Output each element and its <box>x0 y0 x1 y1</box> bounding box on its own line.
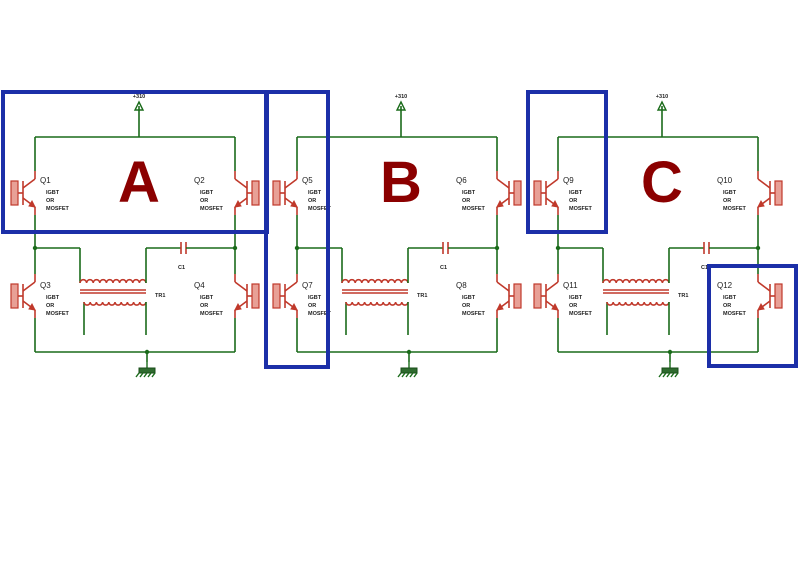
transistor-type-label: IGBT <box>723 190 737 196</box>
transformer-secondary <box>345 301 409 306</box>
capacitor-label: C1 <box>178 265 185 271</box>
transistor-type-label: IGBT <box>46 295 60 301</box>
transistor-id-label: Q2 <box>194 176 205 185</box>
transistor-type-label: OR <box>569 198 577 204</box>
transistor-id-label: Q5 <box>302 176 313 185</box>
transistor-q-upper-left <box>533 171 559 215</box>
transistor-id-label: Q8 <box>456 281 467 290</box>
ground-symbol <box>135 362 156 378</box>
supply-label: +310 <box>656 94 668 100</box>
transistor-type-label: IGBT <box>723 295 737 301</box>
transistor-q-lower-right <box>234 274 260 318</box>
transformer-primary <box>602 278 670 284</box>
transistor-type-label: MOSFET <box>462 206 486 212</box>
transformer-label: TR1 <box>678 293 688 299</box>
transistor-type-label: OR <box>46 198 54 204</box>
panel-letter: A <box>118 150 160 215</box>
transformer-primary <box>341 278 409 284</box>
highlight-box-c-upper <box>526 90 608 234</box>
transistor-type-label: OR <box>200 303 208 309</box>
transistor-type-label: MOSFET <box>200 311 224 317</box>
transistor-q-lower-right <box>757 274 783 318</box>
transistor-type-label: MOSFET <box>462 311 486 317</box>
panel-letter: B <box>380 150 422 215</box>
capacitor-label: C1 <box>440 265 447 271</box>
transistor-type-label: MOSFET <box>200 206 224 212</box>
transistor-type-label: IGBT <box>462 190 476 196</box>
transformer-label: TR1 <box>417 293 427 299</box>
transistor-type-label: OR <box>462 198 470 204</box>
transistor-type-label: OR <box>723 303 731 309</box>
transistor-type-label: MOSFET <box>308 206 332 212</box>
junction-dot <box>144 349 150 355</box>
supply-label: +310 <box>395 94 407 100</box>
transistor-type-label: MOSFET <box>569 311 593 317</box>
transistor-type-label: OR <box>462 303 470 309</box>
transistor-id-label: Q1 <box>40 176 51 185</box>
transistor-type-label: OR <box>200 198 208 204</box>
transistor-q-upper-right <box>496 171 522 215</box>
supply-terminal: +310 <box>656 94 668 137</box>
transformer-secondary <box>606 301 670 306</box>
highlight-box-b <box>264 90 330 369</box>
transistor-type-label: OR <box>308 303 316 309</box>
transistor-q-lower-right <box>496 274 522 318</box>
highlight-boxes <box>1 90 798 369</box>
supply-label: +310 <box>133 94 145 100</box>
transistor-type-label: MOSFET <box>308 311 332 317</box>
bridge-panel-a: +310C1TR1Q1IGBTORMOSFETQ2IGBTORMOSFETQ3I… <box>10 94 260 378</box>
capacitor-symbol <box>442 242 449 254</box>
capacitor-label: C1 <box>701 265 708 271</box>
transistor-type-label: IGBT <box>569 190 583 196</box>
transistor-q-lower-left <box>10 274 36 318</box>
transistor-q-upper-left <box>272 171 298 215</box>
panel-letter: C <box>641 150 683 215</box>
transformer-secondary <box>83 301 147 306</box>
transistor-type-label: MOSFET <box>46 206 70 212</box>
transistor-id-label: Q10 <box>717 176 733 185</box>
capacitor-symbol <box>180 242 187 254</box>
capacitor-symbol <box>703 242 710 254</box>
transistor-type-label: IGBT <box>308 295 322 301</box>
transistor-id-label: Q3 <box>40 281 51 290</box>
transistor-type-label: MOSFET <box>723 311 747 317</box>
ground-symbol <box>658 362 679 378</box>
transistor-q-upper-right <box>234 171 260 215</box>
transistor-type-label: IGBT <box>200 295 214 301</box>
junction-dot <box>667 349 673 355</box>
transistor-q-upper-left <box>10 171 36 215</box>
transistor-q-upper-right <box>757 171 783 215</box>
highlight-box-c-lower <box>707 264 798 368</box>
transistor-type-label: OR <box>723 198 731 204</box>
transistor-type-label: OR <box>308 198 316 204</box>
transistor-type-label: IGBT <box>200 190 214 196</box>
transformer-label: TR1 <box>155 293 165 299</box>
ground-symbol <box>397 362 418 378</box>
transistor-type-label: MOSFET <box>46 311 70 317</box>
transistor-id-label: Q9 <box>563 176 574 185</box>
transistor-id-label: Q4 <box>194 281 205 290</box>
transistor-type-label: IGBT <box>462 295 476 301</box>
transistor-type-label: MOSFET <box>723 206 747 212</box>
junction-dot <box>406 349 412 355</box>
transistor-id-label: Q12 <box>717 281 733 290</box>
transistor-id-label: Q11 <box>563 281 578 290</box>
transistor-id-label: Q6 <box>456 176 467 185</box>
transistor-type-label: IGBT <box>569 295 583 301</box>
bridge-panel-b: +310C1TR1Q5IGBTORMOSFETQ6IGBTORMOSFETQ7I… <box>272 94 522 378</box>
transformer-primary <box>79 278 147 284</box>
supply-terminal: +310 <box>395 94 407 137</box>
transistor-type-label: IGBT <box>46 190 60 196</box>
transistor-q-lower-left <box>533 274 559 318</box>
transistor-type-label: MOSFET <box>569 206 593 212</box>
transistor-q-lower-left <box>272 274 298 318</box>
transistor-type-label: OR <box>46 303 54 309</box>
supply-terminal: +310 <box>133 94 145 137</box>
transistor-type-label: IGBT <box>308 190 322 196</box>
transistor-type-label: OR <box>569 303 577 309</box>
transistor-id-label: Q7 <box>302 281 313 290</box>
